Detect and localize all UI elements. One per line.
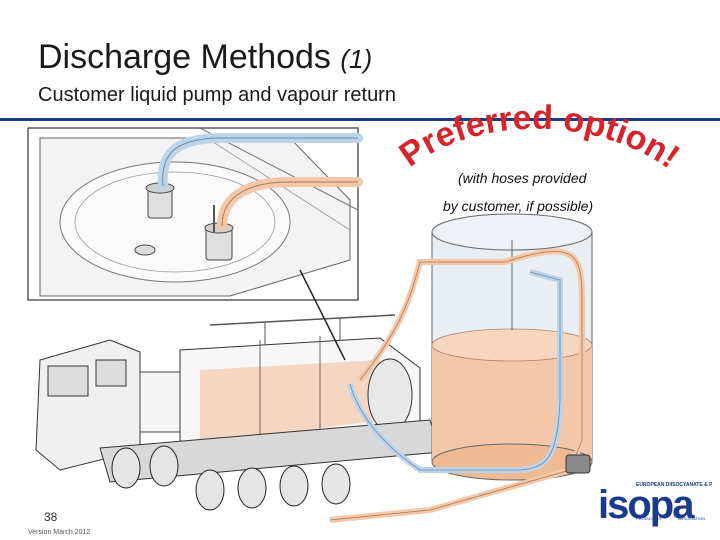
logo-bottom-left: PRODUCERS [636, 516, 662, 521]
title-divider [0, 118, 720, 121]
isopa-logo: EUROPEAN DIISOCYANATE & POLYOL isopa PRO… [598, 480, 712, 527]
version-label: Version March 2012 [28, 529, 91, 536]
truck-wheels [111, 445, 351, 511]
note-line-2: by customer, if possible) [443, 198, 594, 214]
logo-bottom-right: ASSOCIATION [678, 516, 706, 521]
tank-truck-icon [35, 314, 441, 483]
preferred-note: (with hoses provided by customer, if pos… [440, 164, 670, 220]
slide-title: Discharge Methods (1) [38, 38, 373, 76]
tank-top-inset [27, 127, 363, 301]
inset-pointer [299, 269, 346, 361]
storage-tank-icon [431, 213, 593, 481]
page-number: 38 [44, 510, 58, 524]
logo-top-text: EUROPEAN DIISOCYANATE & POLYOL [636, 482, 712, 488]
logo-word: isopa [598, 483, 694, 527]
slide-title-number: (1) [340, 44, 373, 74]
note-line-1: (with hoses provided [458, 170, 587, 186]
pump-icon [565, 454, 591, 474]
slide-subtitle: Customer liquid pump and vapour return [38, 84, 396, 106]
